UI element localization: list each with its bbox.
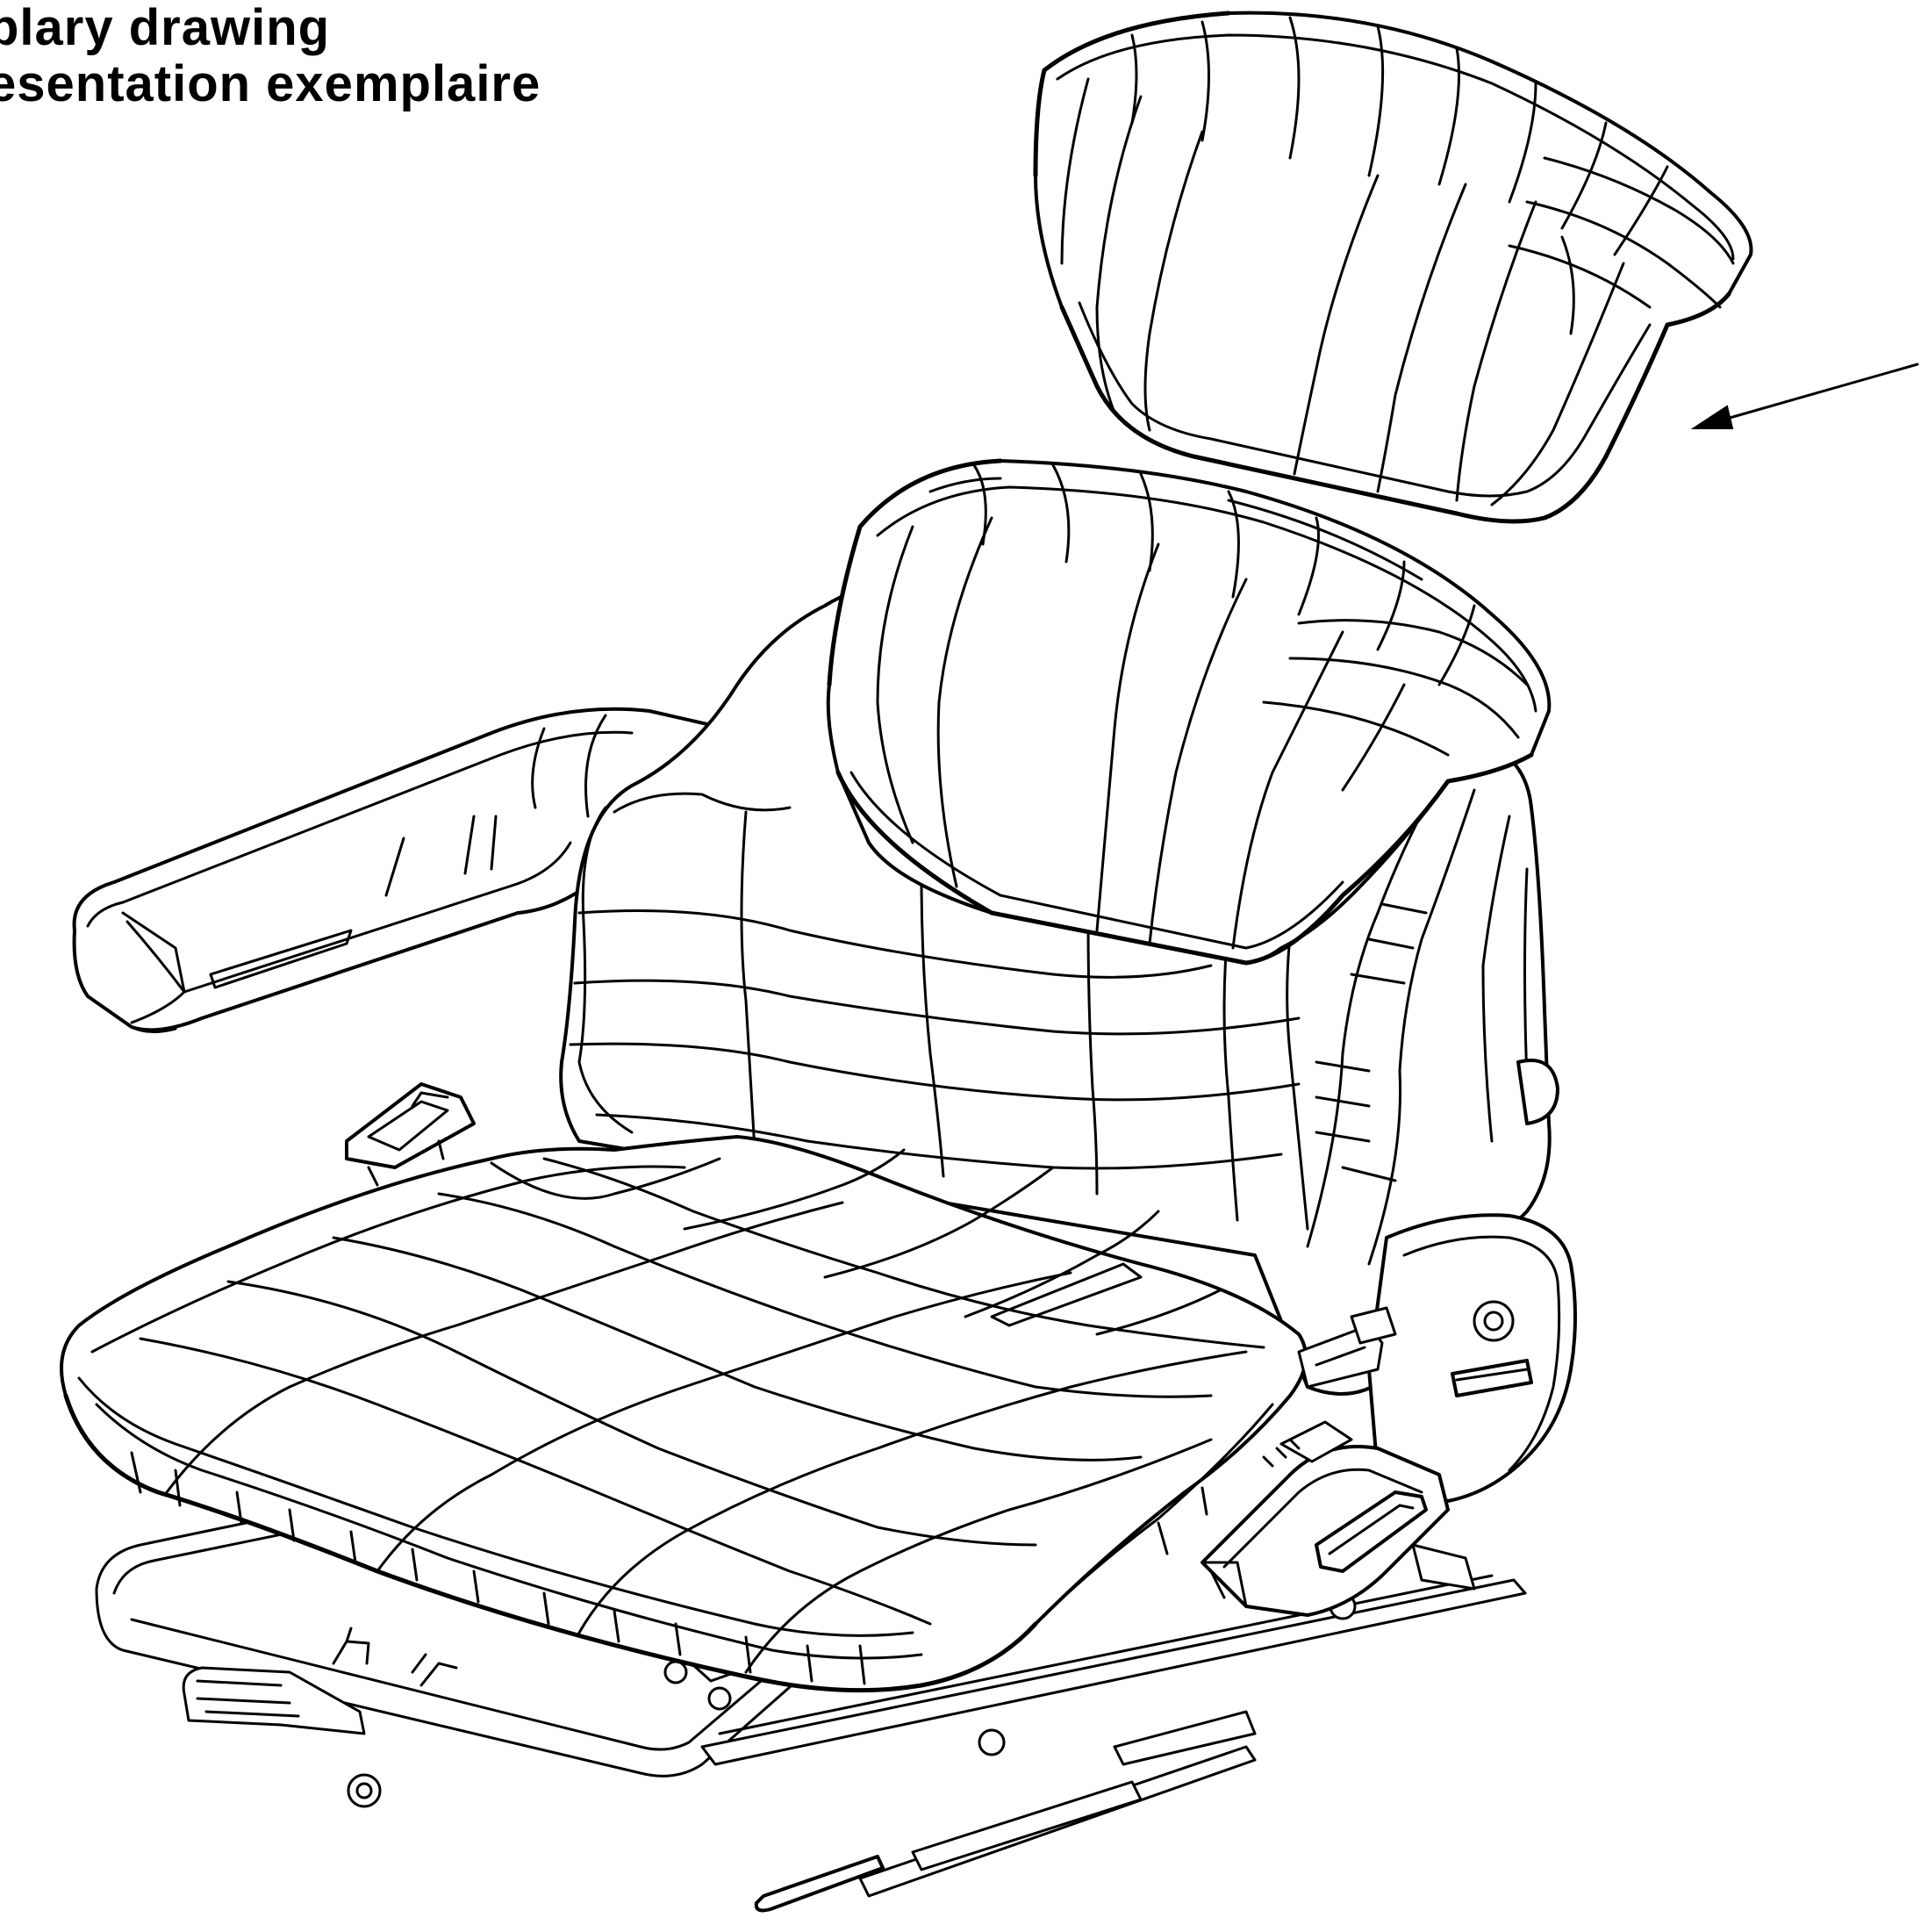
- caption-french: esentation exemplaire: [0, 55, 541, 112]
- backrest-pad: [828, 461, 1550, 963]
- seat-cushion: [61, 1137, 1306, 1691]
- drawing-caption: plary drawing esentation exemplaire: [0, 0, 541, 112]
- left-belt-buckle: [347, 1084, 474, 1185]
- caption-english: plary drawing: [0, 0, 331, 56]
- headrest: [1036, 13, 1751, 521]
- leader-arrow: [1694, 364, 1917, 428]
- right-belt-buckle: [1202, 1422, 1448, 1615]
- side-mechanism: [1299, 1215, 1575, 1501]
